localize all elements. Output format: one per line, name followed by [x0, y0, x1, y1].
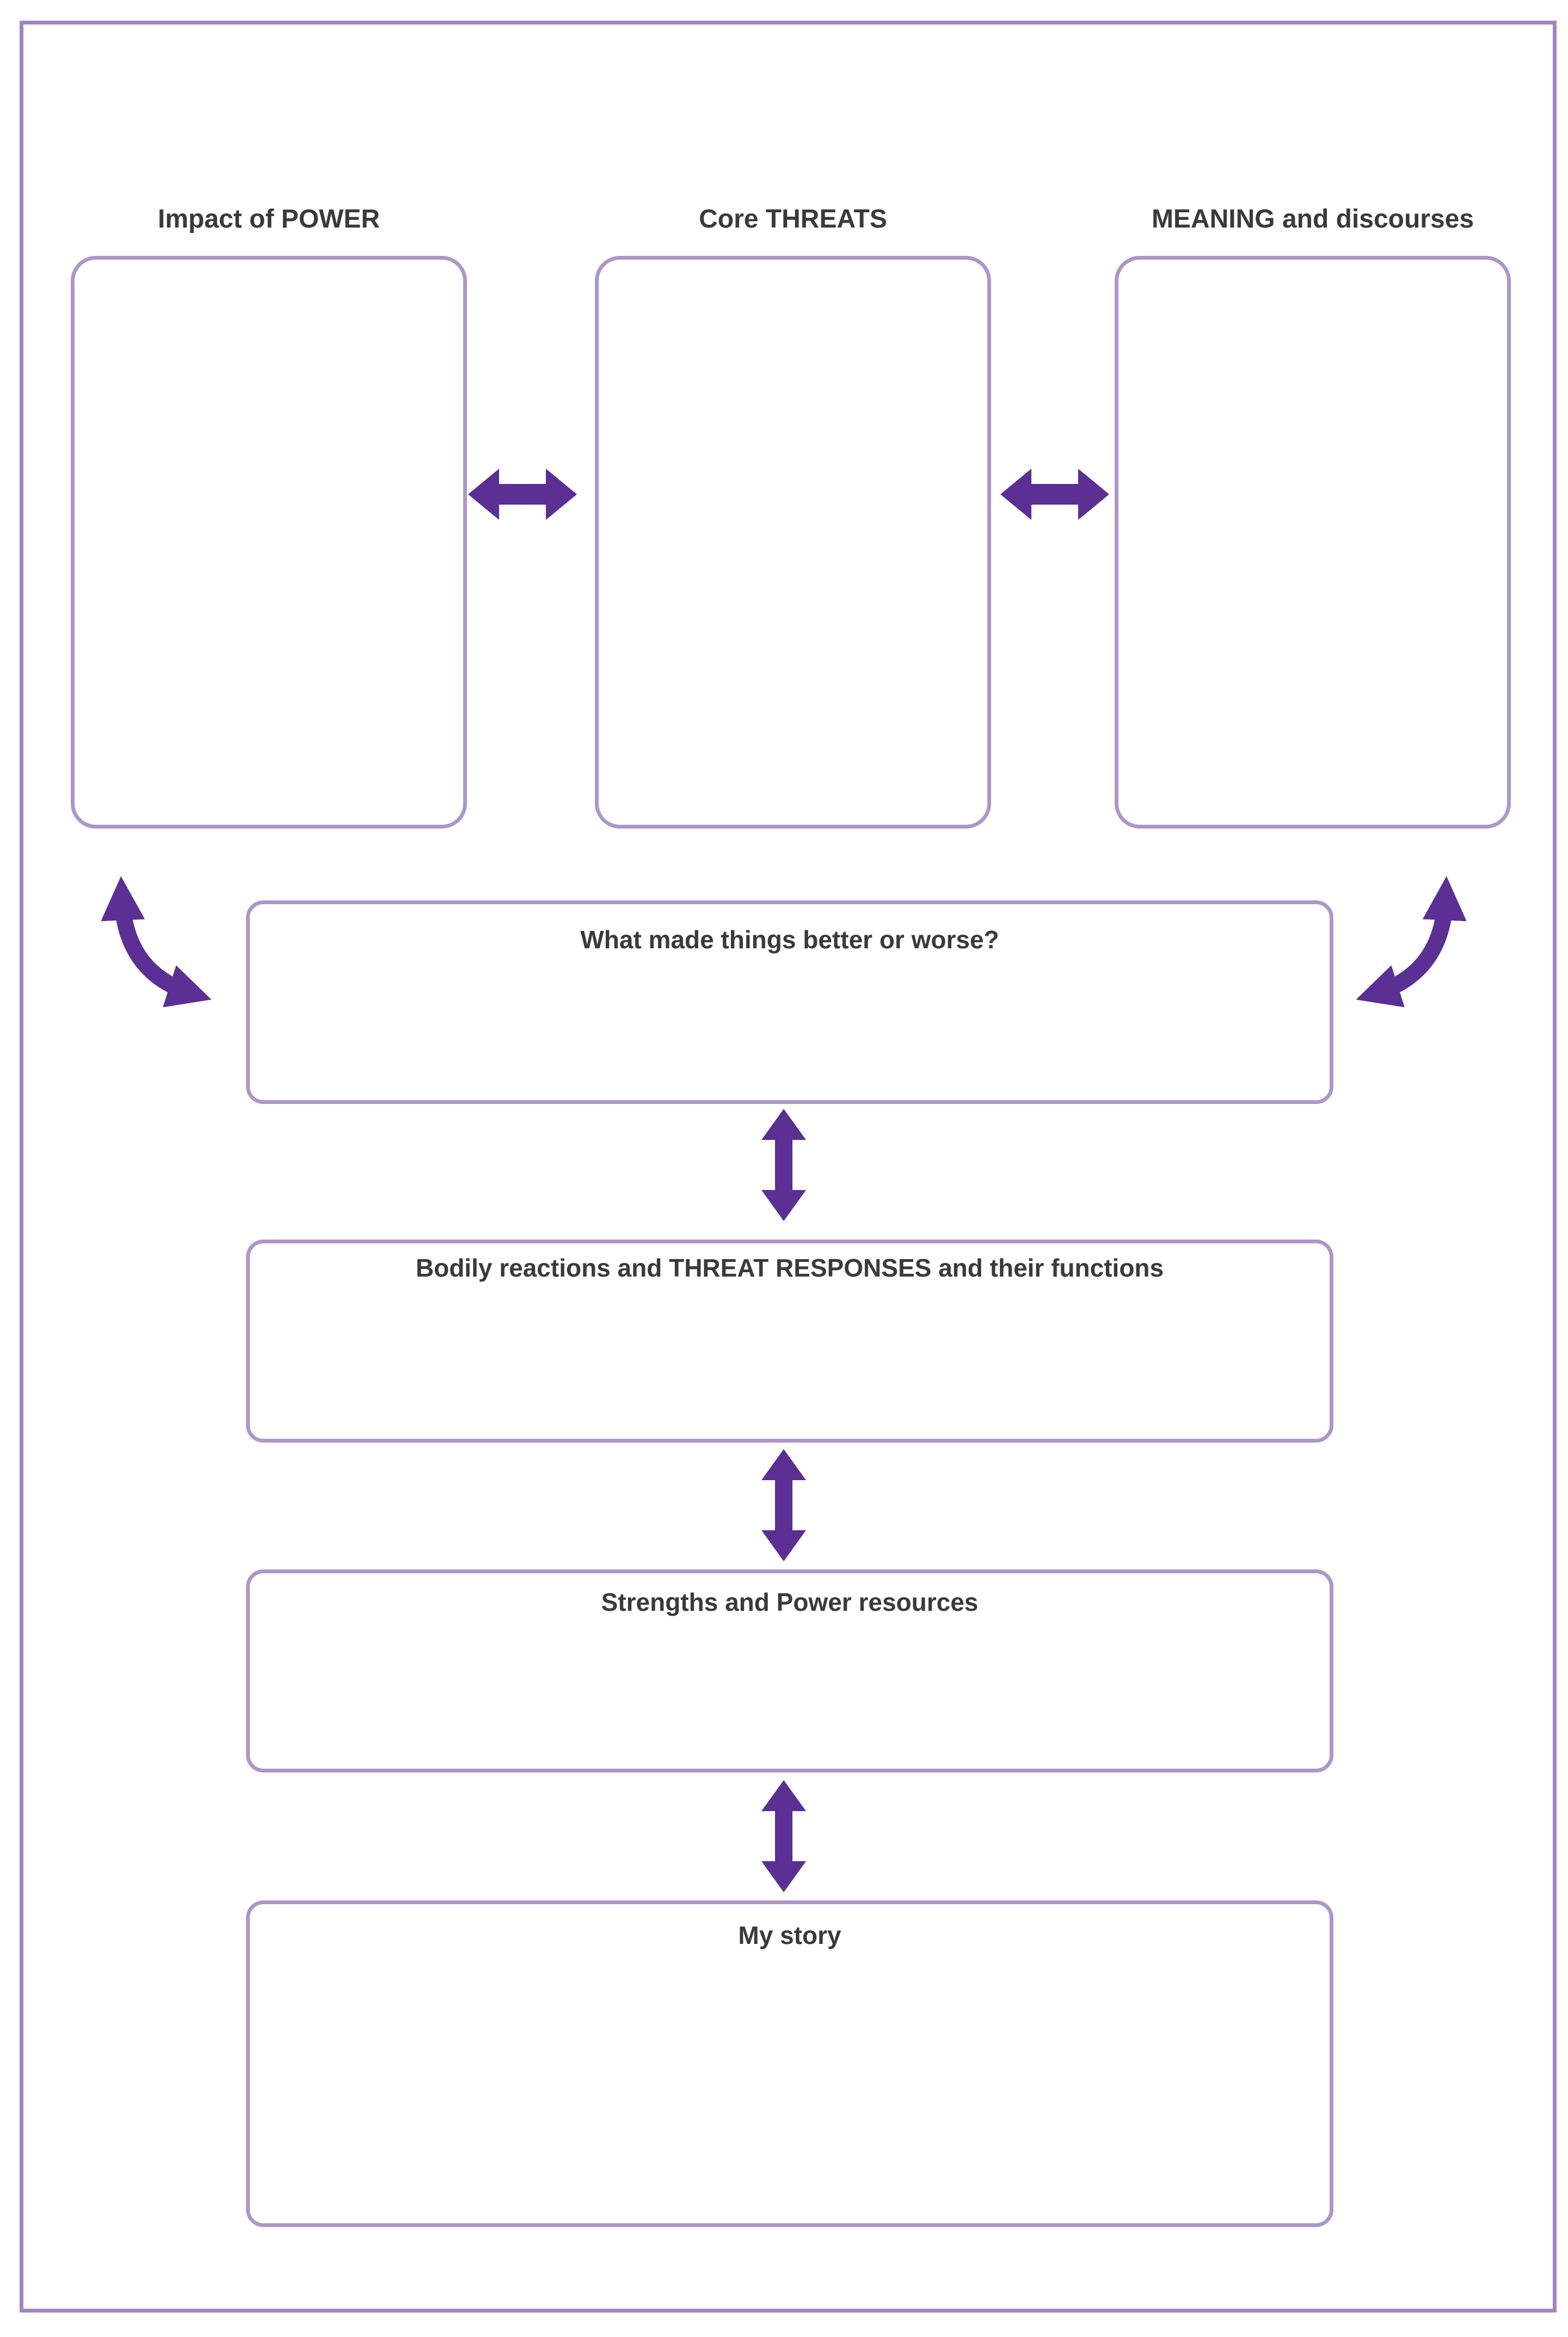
curved-double-arrow-icon — [1356, 876, 1467, 1008]
column-label-impact-of-power: Impact of POWER — [157, 205, 380, 234]
box-title: Strengths and Power resources — [601, 1588, 979, 1616]
horizontal-double-arrow-icon — [1000, 469, 1109, 520]
column-label-meaning-and-discourses: MEANING and discourses — [1151, 205, 1474, 234]
horizontal-double-arrow-icon — [468, 469, 577, 520]
my-story-box: My story — [246, 1900, 1333, 2227]
vertical-double-arrow-icon — [761, 1109, 806, 1221]
box-title: What made things better or worse? — [580, 925, 999, 954]
page-border-frame — [20, 21, 1557, 2313]
bodily-reactions-threat-responses-box: Bodily reactions and THREAT RESPONSES an… — [246, 1240, 1333, 1443]
impact-of-power-box — [71, 256, 467, 829]
strengths-and-power-resources-box: Strengths and Power resources — [246, 1569, 1333, 1772]
vertical-double-arrow-icon — [761, 1780, 806, 1892]
curved-double-arrow-icon — [101, 876, 212, 1008]
box-title: My story — [738, 1921, 841, 1949]
meaning-and-discourses-box — [1115, 256, 1511, 829]
vertical-double-arrow-icon — [761, 1449, 806, 1561]
column-label-core-threats: Core THREATS — [699, 205, 887, 234]
what-made-things-better-or-worse-box: What made things better or worse? — [246, 900, 1333, 1104]
core-threats-box — [595, 256, 991, 829]
box-title: Bodily reactions and THREAT RESPONSES an… — [415, 1254, 1164, 1282]
